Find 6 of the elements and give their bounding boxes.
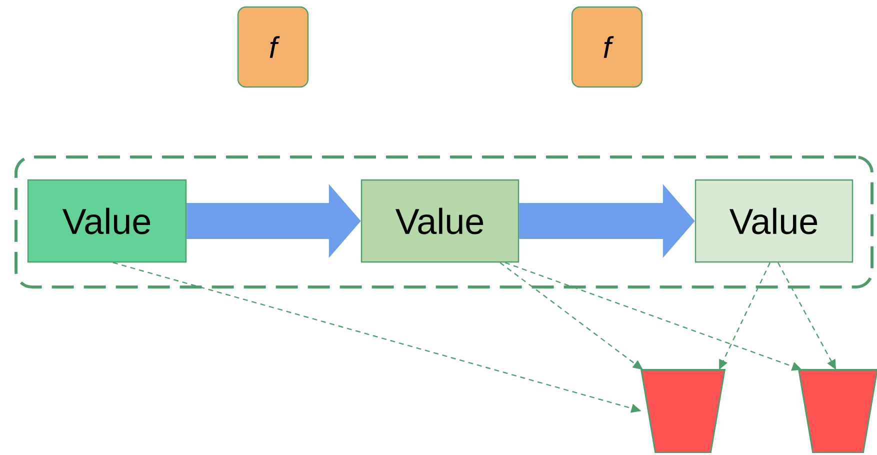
- function-box: f: [237, 6, 309, 88]
- value-box: Value: [360, 179, 520, 263]
- function-box: f: [571, 6, 643, 88]
- value-box: Value: [27, 179, 187, 263]
- value-box: Value: [694, 179, 854, 263]
- container-box: [14, 156, 874, 288]
